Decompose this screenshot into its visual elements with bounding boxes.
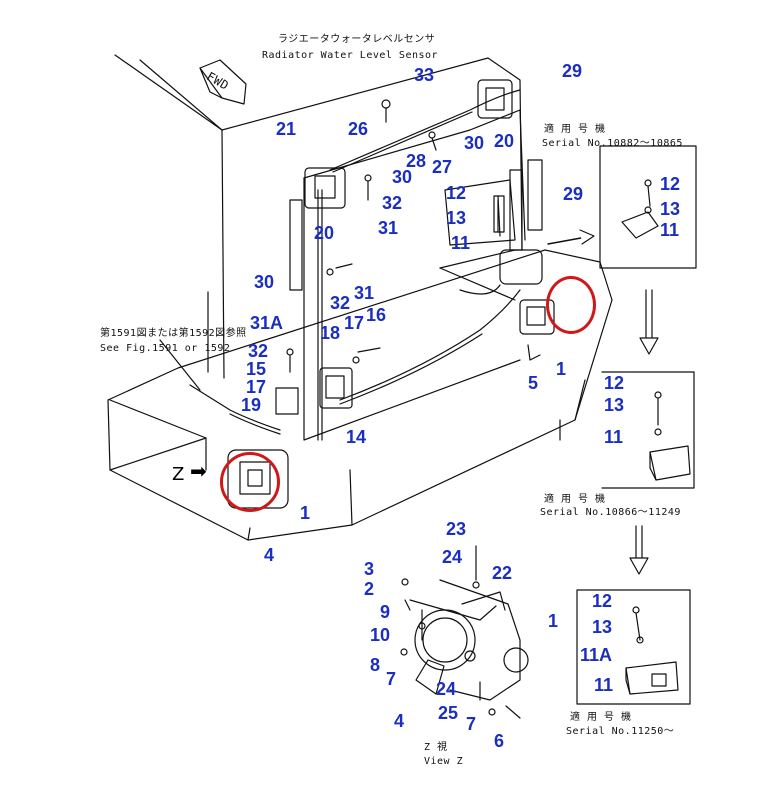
callout-17-a: 17 xyxy=(344,313,365,333)
callout-5: 5 xyxy=(528,373,539,393)
callout-25: 25 xyxy=(438,703,459,723)
callout-8: 8 xyxy=(370,655,381,675)
callout-19: 19 xyxy=(241,395,262,415)
callout-13-inset3: 13 xyxy=(592,617,613,637)
callout-32-b: 32 xyxy=(330,293,351,313)
callout-3: 3 xyxy=(364,559,375,579)
callout-17-b: 17 xyxy=(246,377,267,397)
callout-31A: 31A xyxy=(250,313,284,333)
callout-16: 16 xyxy=(366,305,387,325)
callout-1-left: 1 xyxy=(300,503,311,523)
callout-7-a: 7 xyxy=(386,669,397,689)
callout-21: 21 xyxy=(276,119,297,139)
callout-1-right: 1 xyxy=(556,359,567,379)
callout-11-center: 11 xyxy=(451,233,471,253)
callout-4-viewz: 4 xyxy=(394,711,405,731)
callout-13-inset1: 13 xyxy=(660,199,681,219)
callout-11-inset2: 11 xyxy=(604,427,624,447)
callout-28: 28 xyxy=(406,151,427,171)
callout-31-b: 31 xyxy=(354,283,375,303)
view-z-arrow-icon: ➡ xyxy=(190,459,207,483)
callout-11-inset3: 11 xyxy=(594,675,614,695)
callout-29-mid: 29 xyxy=(563,184,584,204)
serial-note-2-en: Serial No.10866〜11249 xyxy=(540,507,681,518)
callout-6: 6 xyxy=(494,731,505,751)
serial-note-1-en: Serial No.10882〜10865 xyxy=(542,138,683,149)
serial-note-3-jp: 適 用 号 機 xyxy=(570,712,632,723)
callout-20-b: 20 xyxy=(314,223,335,243)
view-z-jp: Z 視 xyxy=(424,742,448,753)
serial-note-1-jp: 適 用 号 機 xyxy=(544,124,606,135)
view-z-en: View Z xyxy=(424,756,464,767)
callout-12-inset3: 12 xyxy=(592,591,613,611)
callout-11-inset1: 11 xyxy=(660,220,680,240)
callout-33: 33 xyxy=(414,65,435,85)
view-z-letter: Z xyxy=(172,464,185,485)
callout-13-center: 13 xyxy=(446,208,467,228)
callout-24-a: 24 xyxy=(442,547,463,567)
callout-18: 18 xyxy=(320,323,341,343)
callout-10: 10 xyxy=(370,625,391,645)
callout-32-c: 32 xyxy=(248,341,269,361)
callout-24-b: 24 xyxy=(436,679,457,699)
callout-20-a: 20 xyxy=(494,131,515,151)
highlight-connector-left xyxy=(220,452,280,512)
callout-26: 26 xyxy=(348,119,369,139)
callout-15: 15 xyxy=(246,359,267,379)
serial-note-3-en: Serial No.11250〜 xyxy=(566,726,675,737)
callout-12-inset2: 12 xyxy=(604,373,625,393)
callout-22: 22 xyxy=(492,563,513,583)
callout-2: 2 xyxy=(364,579,375,599)
sensor-title-en: Radiator Water Level Sensor xyxy=(262,50,439,61)
callout-32-a: 32 xyxy=(382,193,403,213)
callout-30-a: 30 xyxy=(464,133,485,153)
callout-12-center: 12 xyxy=(446,183,467,203)
see-fig-en: See Fig.1591 or 1592 xyxy=(100,343,231,354)
callout-30-c: 30 xyxy=(254,272,275,292)
callout-23: 23 xyxy=(446,519,467,539)
sensor-title-jp: ラジエータウォータレベルセンサ xyxy=(278,34,436,45)
see-fig-jp: 第1591図または第1592図参照 xyxy=(100,328,247,339)
callout-9: 9 xyxy=(380,602,391,622)
callout-31-a: 31 xyxy=(378,218,399,238)
callout-11A: 11A xyxy=(580,645,613,665)
callout-4-left: 4 xyxy=(264,545,275,565)
callout-14: 14 xyxy=(346,427,367,447)
callout-29-top: 29 xyxy=(562,61,583,81)
callout-13-inset2: 13 xyxy=(604,395,625,415)
callout-30-b: 30 xyxy=(392,167,413,187)
callout-27: 27 xyxy=(432,157,453,177)
highlight-connector-right xyxy=(546,276,596,334)
serial-note-2-jp: 適 用 号 機 xyxy=(544,494,606,505)
callout-7-b: 7 xyxy=(466,714,477,734)
callout-12-inset1: 12 xyxy=(660,174,681,194)
callout-1-viewz: 1 xyxy=(548,611,559,631)
